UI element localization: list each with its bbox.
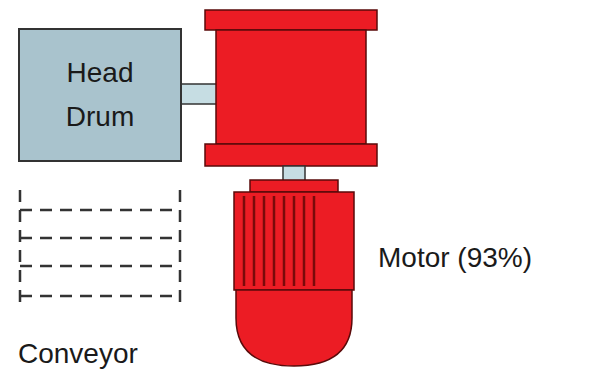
motor-label: Motor (93%) <box>378 242 532 274</box>
motor <box>234 180 354 366</box>
head-drum-box: Head Drum <box>18 28 182 162</box>
node-text: Head Drum <box>52 51 148 139</box>
conveyor-outline <box>20 190 180 308</box>
conveyor-label: Conveyor <box>18 338 138 370</box>
drive-shaft <box>180 84 218 104</box>
gearbox <box>205 10 377 166</box>
